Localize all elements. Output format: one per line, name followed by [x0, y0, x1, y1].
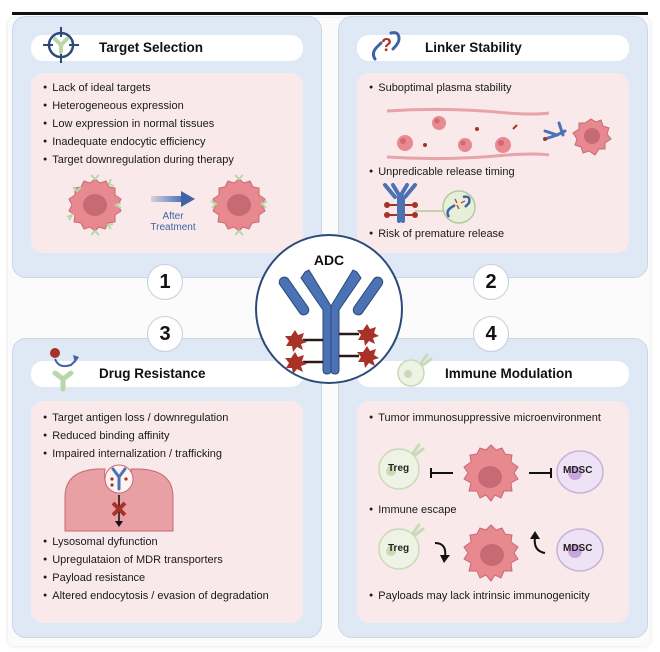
mdsc-cell-icon	[556, 528, 604, 572]
bullet-item: Target downregulation during therapy	[43, 151, 234, 169]
panel-body: Lack of ideal targets Heterogeneous expr…	[31, 73, 303, 253]
panel-header: Immune Modulation	[357, 353, 629, 387]
panel-body: Tumor immunosuppressive microenvironment…	[357, 401, 629, 623]
adc-label: ADC	[313, 252, 345, 268]
bullet-list: Target antigen loss / downregulation Red…	[43, 409, 228, 463]
bullet-list: Risk of premature release	[369, 225, 504, 243]
treg-cell-icon	[378, 443, 425, 490]
curved-arrow-icon	[530, 531, 546, 554]
treg-cell-icon	[378, 523, 425, 570]
bullet-item: Suboptimal plasma stability	[369, 79, 511, 97]
bullet-item: Unpredicable release timing	[369, 163, 514, 181]
step-number-2: 2	[473, 264, 509, 300]
bullet-list: Lack of ideal targets Heterogeneous expr…	[43, 79, 234, 169]
bullet-list: Immune escape	[369, 501, 456, 519]
adc-center-circle: ADC	[255, 234, 403, 384]
panel-header: Drug Resistance	[31, 348, 303, 392]
arrow-label-line: After	[162, 211, 184, 222]
bullet-item: Payloads may lack intrinsic immunogenici…	[369, 587, 590, 605]
panel-title: Immune Modulation	[445, 366, 573, 381]
bullet-item: Lack of ideal targets	[43, 79, 234, 97]
tumor-cell-icon	[463, 444, 519, 502]
antibody-drug-conjugate-icon	[278, 269, 384, 375]
bullet-item: Reduced binding affinity	[43, 427, 228, 445]
bullet-list: Suboptimal plasma stability	[369, 79, 511, 97]
panel-body: Suboptimal plasma stability Unpredicable…	[357, 73, 629, 253]
bullet-list: Unpredicable release timing	[369, 163, 514, 181]
panel-linker-stability: ? Linker Stability Suboptimal plasma sta…	[338, 16, 648, 278]
treg-label: Treg	[388, 543, 410, 554]
drug-efflux-icon	[50, 348, 79, 392]
bullet-item: Inadequate endocytic efficiency	[43, 133, 234, 151]
bullet-item: Lysosomal dyfunction	[43, 533, 269, 551]
crosshair-target-icon	[43, 27, 79, 63]
bullet-item: Payload resistance	[43, 569, 269, 587]
bullet-list: Lysosomal dyfunction Upregulataion of MD…	[43, 533, 269, 605]
panel-drug-resistance: Drug Resistance Target antigen loss / do…	[12, 338, 322, 638]
tumor-cell-before-icon	[66, 174, 122, 236]
bullet-item: Tumor immunosuppressive microenvironment	[369, 409, 601, 427]
bullet-item: Low expression in normal tissues	[43, 115, 234, 133]
mdsc-label: MDSC	[563, 543, 593, 554]
svg-text:?: ?	[381, 35, 392, 55]
step-number-4: 4	[473, 316, 509, 352]
mdsc-cell-icon	[556, 450, 604, 494]
blood-vessel-illustration	[386, 107, 612, 161]
broken-link-question-icon: ?	[371, 31, 401, 61]
panel-title: Target Selection	[99, 40, 204, 55]
adc-linker-cleavage-illustration	[383, 183, 476, 224]
panel-body: Target antigen loss / downregulation Red…	[31, 401, 303, 623]
bullet-item: Risk of premature release	[369, 225, 504, 243]
treg-label: Treg	[388, 463, 410, 474]
bullet-item: Impaired internalization / trafficking	[43, 445, 228, 463]
top-rule	[12, 12, 648, 15]
step-number-3: 3	[147, 316, 183, 352]
endocytosis-blocked-illustration	[64, 464, 174, 532]
step-number-1: 1	[147, 264, 183, 300]
bullet-item: Altered endocytosis / evasion of degrada…	[43, 587, 268, 605]
panel-title: Linker Stability	[425, 40, 522, 55]
arrow-label-line: Treatment	[150, 222, 196, 233]
bullet-item: Target antigen loss / downregulation	[43, 409, 228, 427]
bullet-item: Immune escape	[369, 501, 456, 519]
bullet-list: Payloads may lack intrinsic immunogenici…	[369, 587, 590, 605]
bullet-item: Heterogeneous expression	[43, 97, 234, 115]
arrow-label: After Treatment	[143, 211, 203, 233]
panel-target-selection: Target Selection Lack of ideal targets H…	[12, 16, 322, 278]
panel-header: ? Linker Stability	[357, 31, 629, 61]
immune-cell-icon	[397, 353, 433, 387]
bullet-item: Upregulataion of MDR transporters	[43, 551, 269, 569]
tumor-cell-after-icon	[210, 174, 268, 236]
bullet-list: Tumor immunosuppressive microenvironment	[369, 409, 601, 427]
inhibit-arrow-icon	[430, 468, 453, 478]
mdsc-label: MDSC	[563, 465, 593, 476]
arrow-right-icon	[151, 191, 195, 207]
curved-arrow-icon	[434, 542, 450, 563]
tumor-cell-icon	[463, 524, 519, 582]
panel-immune-modulation: Immune Modulation Tumor immunosuppressiv…	[338, 338, 648, 638]
inhibit-arrow-icon	[529, 468, 552, 478]
panel-title: Drug Resistance	[99, 366, 206, 381]
panel-header: Target Selection	[31, 27, 303, 63]
